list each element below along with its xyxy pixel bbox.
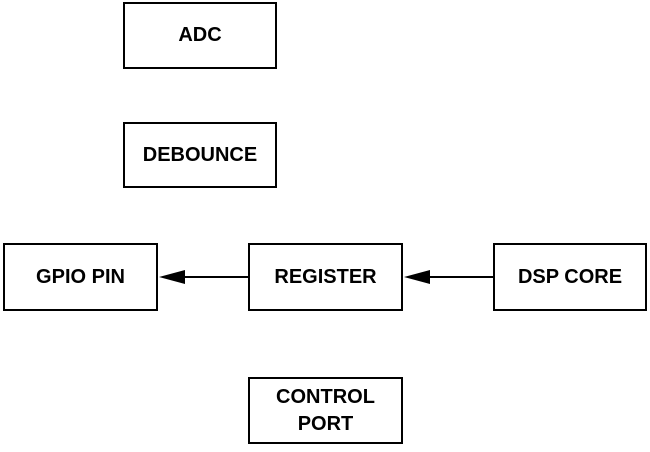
arrowhead-icon <box>404 270 430 284</box>
dsp-core-block: DSP CORE <box>493 243 647 311</box>
control-port-label-line1: CONTROL <box>276 385 375 408</box>
adc-label: ADC <box>178 24 222 46</box>
adc-block: ADC <box>123 2 277 69</box>
register-block: REGISTER <box>248 243 403 311</box>
arrowhead-icon <box>159 270 185 284</box>
dsp-core-label: DSP CORE <box>517 265 623 288</box>
arrow-dsp-core-to-register <box>404 270 493 284</box>
control-port-block: CONTROL PORT <box>248 377 403 444</box>
gpio-pin-block: GPIO PIN <box>3 243 158 311</box>
gpio-pin-label: GPIO PIN <box>36 265 125 288</box>
control-port-label-line2: PORT <box>297 412 354 435</box>
debounce-block: DEBOUNCE <box>123 122 277 188</box>
register-label: REGISTER <box>274 265 377 288</box>
debounce-label: DEBOUNCE <box>142 143 258 166</box>
arrow-register-to-gpio-pin <box>159 270 248 284</box>
